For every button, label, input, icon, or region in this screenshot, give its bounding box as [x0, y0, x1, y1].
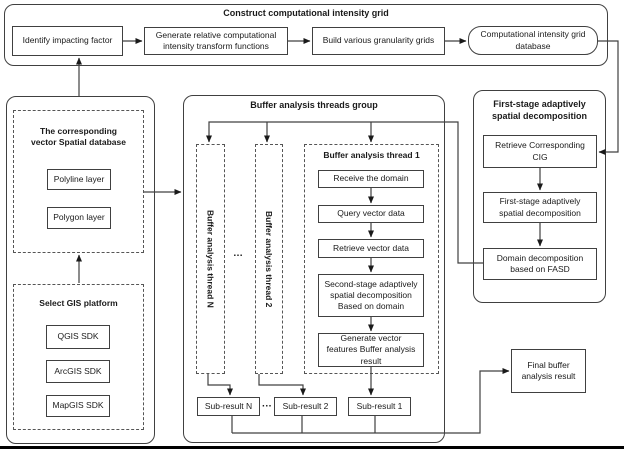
node-mapgis-sdk: MapGIS SDK — [46, 395, 110, 417]
node-sub-result-n: Sub-result N — [197, 397, 260, 416]
thread-n-box: Buffer analysis thread N — [196, 144, 225, 374]
node-line: spatial decomposition — [499, 207, 581, 218]
title-line: spatial decomposition — [491, 110, 587, 121]
vector-database-group-title: The corresponding vector Spatial databas… — [14, 126, 143, 149]
node-retrieve-corresponding-cig: Retrieve Corresponding CIG — [483, 135, 597, 168]
node-domain-decomposition-fasd: Domain decomposition based on FASD — [483, 248, 597, 280]
node-retrieve-vector-data: Retrieve vector data — [318, 239, 424, 258]
construct-cig-group: Construct computational intensity grid — [4, 4, 608, 66]
node-line: First-stage adaptively — [499, 196, 581, 207]
node-receive-domain: Receive the domain — [318, 170, 424, 188]
node-first-stage-decomposition: First-stage adaptively spatial decomposi… — [483, 192, 597, 223]
figure-bottom-border — [0, 446, 624, 449]
node-generate-transform-functions: Generate relative computational intensit… — [144, 27, 288, 55]
node-line: Generate vector — [340, 333, 402, 344]
buffer-threads-group-title: Buffer analysis threads group — [250, 100, 378, 110]
node-line: Second-stage adaptively — [324, 278, 418, 289]
node-line: spatial decomposition — [330, 289, 412, 300]
node-line: Retrieve Corresponding — [495, 140, 585, 151]
left-source-group — [6, 96, 155, 444]
title-line: The corresponding — [40, 126, 117, 136]
node-line: based on FASD — [510, 264, 570, 274]
node-line: Based on domain — [337, 301, 405, 312]
thread-2-box: Buffer analysis thread 2 — [255, 144, 283, 374]
node-cig-database: Computational intensity grid database — [468, 26, 598, 55]
node-line: features Buffer analysis — [326, 344, 416, 355]
node-query-vector-data: Query vector data — [318, 205, 424, 223]
construct-cig-group-title: Construct computational intensity grid — [223, 8, 389, 18]
node-line: Generate relative computational — [155, 29, 277, 40]
node-line: database — [515, 40, 551, 51]
node-identify-impacting-factor: Identify impacting factor — [12, 26, 123, 56]
threads-ellipsis: … — [233, 247, 243, 259]
sub-results-ellipsis: ··· — [262, 400, 272, 412]
node-line: Computational intensity grid — [480, 29, 586, 40]
buffer-threads-group: Buffer analysis threads group — [183, 95, 445, 443]
node-second-stage-decomposition: Second-stage adaptively spatial decompos… — [318, 274, 424, 317]
node-line: Final buffer — [527, 359, 570, 370]
node-arcgis-sdk: ArcGIS SDK — [46, 360, 110, 383]
node-build-granularity-grids: Build various granularity grids — [312, 27, 445, 55]
node-generate-buffer-result: Generate vector features Buffer analysis… — [318, 333, 424, 367]
gis-platform-group-title: Select GIS platform — [39, 298, 118, 308]
node-final-buffer-result: Final buffer analysis result — [511, 349, 586, 393]
node-polyline-layer: Polyline layer — [47, 169, 111, 190]
node-sub-result-1: Sub-result 1 — [348, 397, 411, 416]
node-sub-result-2: Sub-result 2 — [274, 397, 337, 416]
node-line: CIG — [532, 151, 548, 162]
title-line: vector Spatial database — [31, 137, 126, 148]
node-line: result — [360, 355, 382, 366]
fasd-group-title: First-stage adaptively spatial decomposi… — [474, 99, 605, 122]
vector-database-group: The corresponding vector Spatial databas… — [13, 110, 144, 253]
node-line: analysis result — [521, 371, 576, 381]
node-line: Domain decomposition — [496, 252, 584, 263]
gis-platform-group: Select GIS platform — [13, 284, 144, 430]
node-qgis-sdk: QGIS SDK — [46, 325, 110, 349]
thread-2-label: Buffer analysis thread 2 — [264, 210, 274, 308]
thread-1-title: Buffer analysis thread 1 — [323, 150, 420, 160]
title-line: First-stage adaptively — [493, 99, 586, 109]
node-line: intensity transform functions — [163, 41, 269, 51]
thread-n-label: Buffer analysis thread N — [205, 210, 216, 308]
node-polygon-layer: Polygon layer — [47, 207, 111, 229]
